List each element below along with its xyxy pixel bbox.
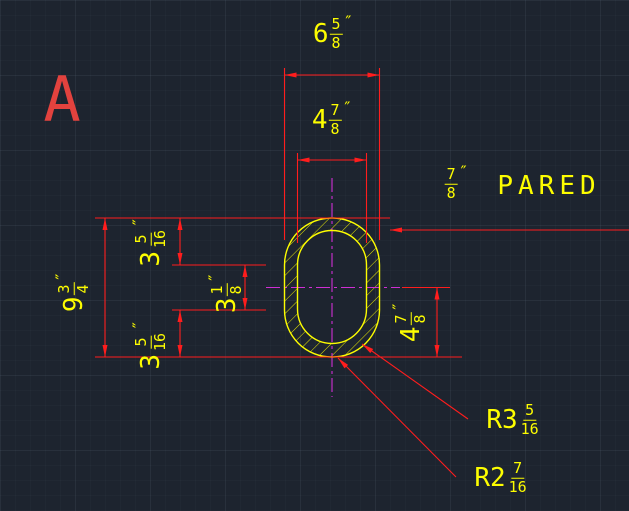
inch-marks: ″	[388, 301, 408, 312]
inch-marks: ″	[51, 271, 71, 282]
inch-marks: ″	[343, 11, 354, 31]
dimension-arrows	[102, 72, 440, 369]
inch-marks: ″	[342, 97, 353, 117]
radius-prefix: R3	[486, 405, 518, 435]
dim-whole: 4	[311, 105, 328, 135]
inch-marks: ″	[128, 217, 148, 227]
dim-whole: 9	[59, 296, 89, 313]
dim-whole: 3	[136, 251, 166, 267]
dim-whole: 4	[396, 326, 426, 343]
dim-whole: 3	[136, 354, 166, 370]
inner-profile[interactable]	[296, 229, 368, 345]
dim-whole: 3	[212, 297, 242, 314]
wall-label[interactable]: PARED	[497, 171, 601, 201]
inch-marks: ″	[128, 320, 148, 330]
inch-marks: ″	[204, 272, 224, 283]
view-label[interactable]: A	[43, 63, 81, 136]
radius-prefix: R2	[474, 463, 506, 493]
inch-marks: ″	[458, 161, 469, 181]
dim-whole: 6	[312, 19, 329, 49]
